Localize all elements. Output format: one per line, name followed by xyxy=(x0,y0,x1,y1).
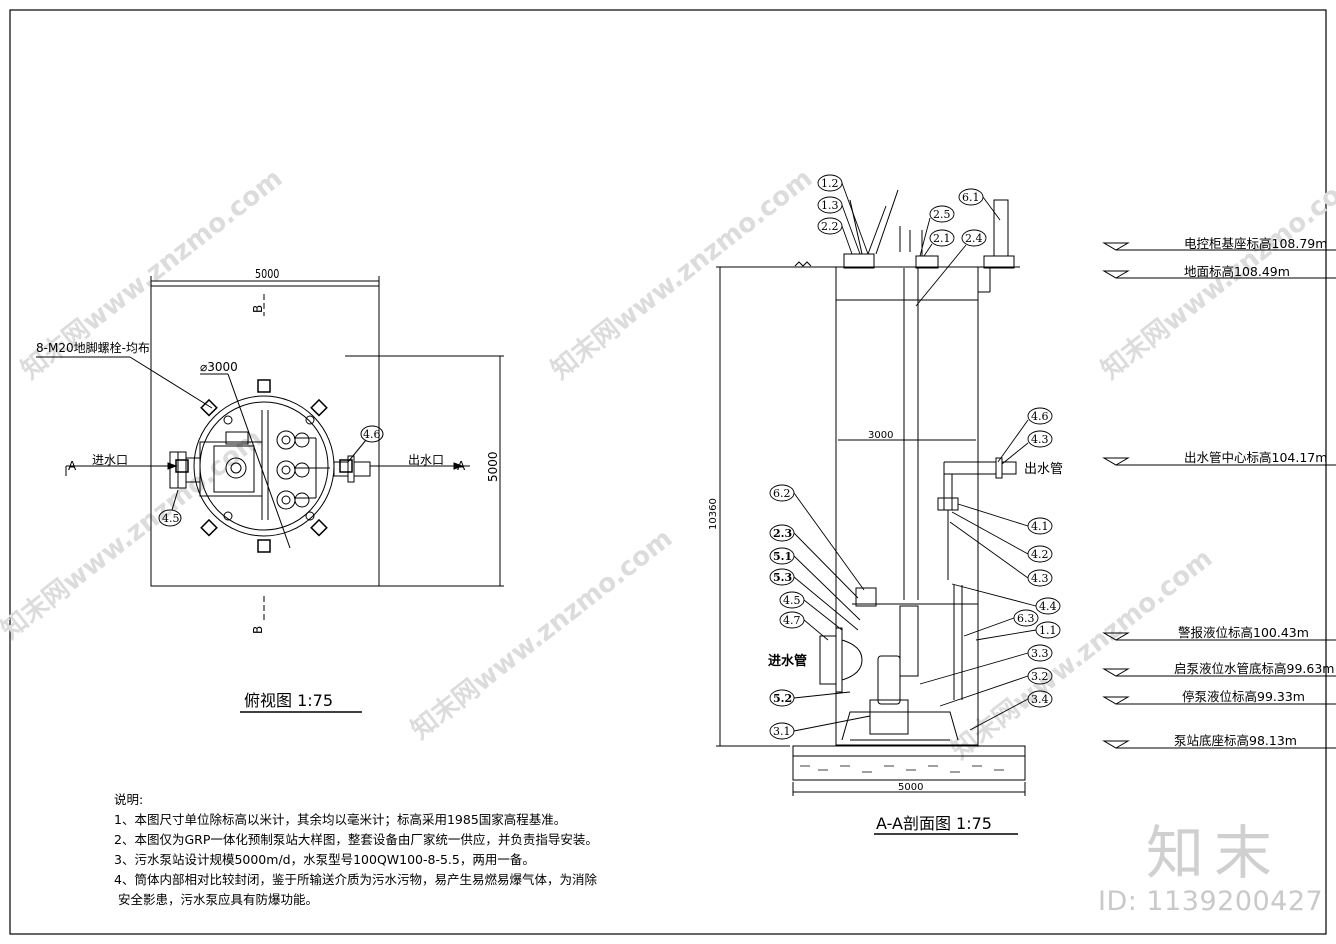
plan-dim-width: 5000 xyxy=(255,267,279,281)
tank-body xyxy=(835,266,979,746)
balloon-label: 3.1 xyxy=(773,725,791,738)
balloon-label: 4.3 xyxy=(1031,433,1049,446)
inlet-pipe-label: 进水管 xyxy=(768,653,807,669)
balloon-label: 4.6 xyxy=(1031,410,1049,423)
level-label: 启泵液位水管底标高99.63m xyxy=(1174,661,1334,676)
inlet-label: 进水口 xyxy=(92,453,128,467)
pump-assembly xyxy=(841,655,959,741)
note-line: 4、筒体内部相对比较封闭，鉴于所输送介质为污水污物，易产生易燃易爆气体，为消除 xyxy=(114,872,597,887)
section-a-left: A xyxy=(68,459,77,473)
note-line: 2、本图仅为GRP一体化预制泵站大样图，整套设备由厂家统一供应，并负责指导安装。 xyxy=(114,832,598,847)
level-label: 停泵液位标高99.33m xyxy=(1182,689,1305,704)
note-line: 安全影患，污水泵应具有防爆功能。 xyxy=(118,892,319,907)
level-label: 警报液位标高100.43m xyxy=(1178,625,1309,640)
outlet-pipe-label: 出水管 xyxy=(1024,462,1063,477)
watermark-id: ID: 1139200427 xyxy=(1098,886,1324,917)
sheet-border xyxy=(9,9,1327,935)
section-dim-height: 10360 xyxy=(708,498,719,530)
balloon-label: 1.1 xyxy=(1039,624,1057,637)
balloon-label: 4.4 xyxy=(1039,600,1057,613)
section-b-top: B xyxy=(251,305,265,313)
base-slab xyxy=(792,745,1026,781)
ladder xyxy=(903,268,919,600)
level-label: 出水管中心标高104.17m xyxy=(1184,450,1327,465)
balloon-label: 6.3 xyxy=(1017,612,1035,625)
plan-view-labels: 5000 5000 ⌀3000 8-M20地脚螺栓-均布 进水口 出水口 A A… xyxy=(36,267,500,710)
balloon-label: 6.1 xyxy=(962,191,980,204)
notes-block: 说明: 1、本图尺寸单位除标高以米计，其余均以毫米计；标高采用1985国家高程基… xyxy=(114,790,598,910)
plan-dim-height: 5000 xyxy=(486,451,500,482)
balloon-label: 4.2 xyxy=(1031,548,1049,561)
balloon-label: 5.3 xyxy=(773,571,792,584)
plan-outline xyxy=(150,285,380,587)
balloon-label: 4.7 xyxy=(783,614,801,627)
plan-view-title: 俯视图 1:75 xyxy=(244,691,333,710)
balloon-outlet: 4.6 xyxy=(363,428,381,441)
level-labels: 电控柜基座标高108.79m 地面标高108.49m 出水管中心标高104.17… xyxy=(1174,236,1334,748)
watermark-text: 知末网www.znzmo.com xyxy=(406,523,678,745)
balloon-label: 3.2 xyxy=(1031,670,1049,683)
plan-view xyxy=(36,276,504,713)
balloon-label: 4.5 xyxy=(783,594,801,607)
note-line: 3、污水泵站设计规模5000m/d，水泵型号100QW100-8-5.5，两用一… xyxy=(114,852,535,867)
anchor-bolts xyxy=(175,379,353,553)
balloon-label: 1.3 xyxy=(821,199,839,212)
bolt-note: 8-M20地脚螺栓-均布 xyxy=(36,340,150,355)
section-dim-base: 5000 xyxy=(898,782,923,793)
balloon-label: 3.4 xyxy=(1031,693,1049,706)
balloon-label: 2.1 xyxy=(933,232,951,245)
section-view-labels: 10360 3000 5000 进水管 出水管 A-A剖面图 1:75 xyxy=(708,430,1063,833)
balloon-label: 5.1 xyxy=(773,550,792,563)
balloon-label: 4.1 xyxy=(1031,520,1049,533)
balloon-label: 3.3 xyxy=(1031,647,1049,660)
balloon-label: 2.2 xyxy=(821,220,839,233)
section-view xyxy=(716,189,1026,835)
section-balloon-labels: 1.2 1.3 2.2 2.5 2.1 2.4 6.1 6.2 2.3 5.1 … xyxy=(773,177,1057,738)
section-balloons xyxy=(769,174,1061,740)
watermark-text: 知末网www.znzmo.com xyxy=(546,163,818,385)
level-label: 电控柜基座标高108.79m xyxy=(1184,236,1327,251)
section-view-title: A-A剖面图 1:75 xyxy=(876,814,992,833)
balloon-label: 6.2 xyxy=(773,487,791,500)
balloon-label: 5.2 xyxy=(773,692,792,705)
section-dim-inner: 3000 xyxy=(868,430,893,441)
note-line: 1、本图尺寸单位除标高以米计，其余均以毫米计；标高采用1985国家高程基准。 xyxy=(114,812,567,827)
watermark-logo: 知末 xyxy=(1146,819,1283,887)
notes-heading: 说明: xyxy=(114,792,144,807)
balloon-label: 2.5 xyxy=(933,208,951,221)
section-a-right: A xyxy=(457,459,466,473)
balloon-label: 1.2 xyxy=(821,177,839,190)
watermark-text: 知末网www.znzmo.com xyxy=(0,423,268,645)
balloon-label: 4.3 xyxy=(1031,572,1049,585)
level-markers xyxy=(1102,242,1336,749)
level-label: 地面标高108.49m xyxy=(1184,264,1290,279)
balloon-label: 2.4 xyxy=(965,232,983,245)
outlet-label: 出水口 xyxy=(408,453,444,467)
plan-dim-diameter: ⌀3000 xyxy=(200,360,238,374)
level-label: 泵站底座标高98.13m xyxy=(1174,733,1297,748)
balloon-inlet: 4.5 xyxy=(162,512,180,525)
section-b-bottom: B xyxy=(251,626,265,634)
balloon-label: 2.3 xyxy=(773,527,792,540)
